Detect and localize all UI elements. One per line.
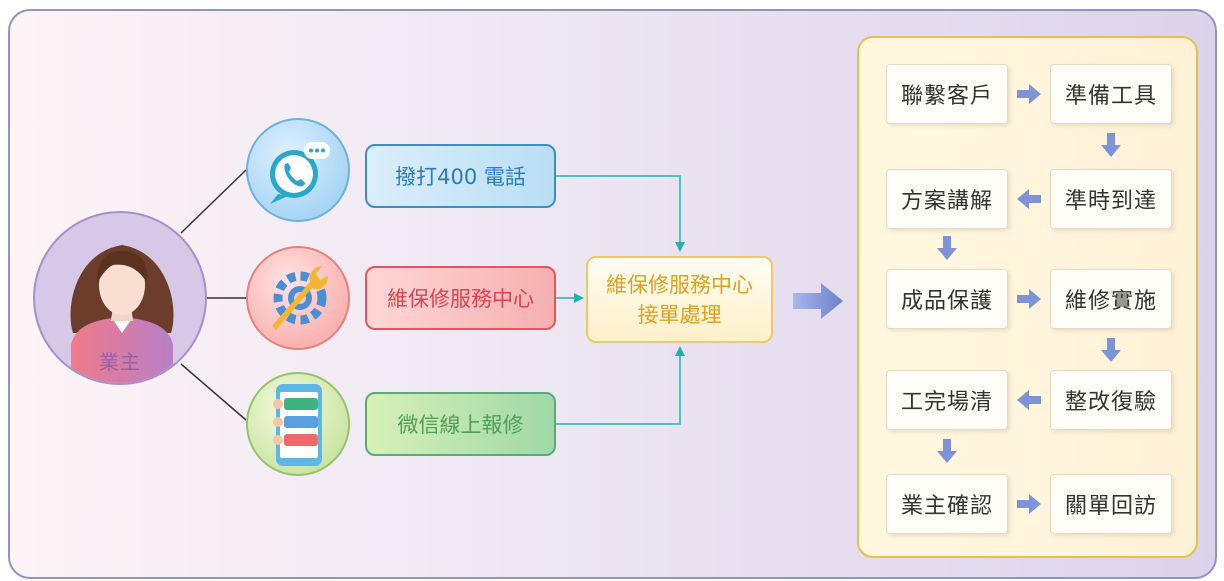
- dispatch-line2: 接單處理: [637, 302, 722, 327]
- chat-phone-icon: [273, 384, 322, 466]
- step-label: 聯繫客戶: [900, 84, 993, 109]
- dispatch-box: 維保修服務中心 接單處理: [586, 256, 773, 343]
- wechat-channel-text: 微信線上報修: [397, 413, 524, 437]
- arrow-left-icon: [1017, 189, 1041, 209]
- phone-channel-icon-badge: [246, 118, 350, 222]
- arrow-right-icon: [1017, 84, 1041, 104]
- step-protect-product: 成品保護: [886, 269, 1008, 329]
- center-channel-text: 維保修服務中心: [387, 287, 534, 311]
- step-prepare-tools: 準備工具: [1050, 64, 1172, 124]
- step-label: 維修實施: [1064, 289, 1157, 314]
- step-label: 準備工具: [1064, 84, 1157, 109]
- arrow-down-icon: [1101, 338, 1121, 362]
- step-close-followup: 關單回訪: [1050, 474, 1172, 534]
- arrow-down-icon: [937, 236, 957, 260]
- dispatch-line1: 維保修服務中心: [606, 272, 753, 297]
- wechat-channel-label: 微信線上報修: [365, 392, 556, 456]
- owner-label: 業主: [99, 350, 141, 374]
- step-label: 工完場清: [900, 390, 993, 415]
- step-site-cleanup: 工完場清: [886, 370, 1008, 430]
- owner-node: 業主: [33, 211, 207, 385]
- step-owner-confirm: 業主確認: [886, 474, 1008, 534]
- arrow-right-icon: [1017, 289, 1041, 309]
- wechat-channel-icon-badge: [246, 372, 350, 476]
- center-channel-icon-badge: [246, 246, 350, 350]
- arrow-down-icon: [937, 439, 957, 463]
- arrow-down-icon: [1101, 133, 1121, 157]
- step-explain-plan: 方案講解: [886, 169, 1008, 229]
- step-label: 整改復驗: [1064, 390, 1157, 415]
- step-contact-client: 聯繫客戶: [886, 64, 1008, 124]
- step-perform-repair: 維修實施: [1050, 269, 1172, 329]
- arrow-right-icon: [1017, 494, 1041, 514]
- flow-arrow-icon: [793, 283, 843, 319]
- phone-channel-label: 撥打400 電話: [365, 144, 556, 208]
- step-arrive-on-time: 準時到達: [1050, 169, 1172, 229]
- phone-chat-icon: [270, 142, 330, 204]
- arrow-left-icon: [1017, 390, 1041, 410]
- phone-channel-text: 撥打400 電話: [395, 165, 526, 189]
- wrench-gear-icon: [272, 266, 328, 330]
- owner-avatar-icon: [70, 245, 174, 383]
- step-label: 成品保護: [900, 289, 993, 314]
- step-label: 方案講解: [900, 189, 993, 214]
- step-rectify-recheck: 整改復驗: [1050, 370, 1172, 430]
- step-label: 業主確認: [900, 494, 993, 519]
- center-channel-label: 維保修服務中心: [365, 266, 556, 330]
- step-label: 準時到達: [1064, 189, 1157, 214]
- step-label: 關單回訪: [1064, 494, 1157, 519]
